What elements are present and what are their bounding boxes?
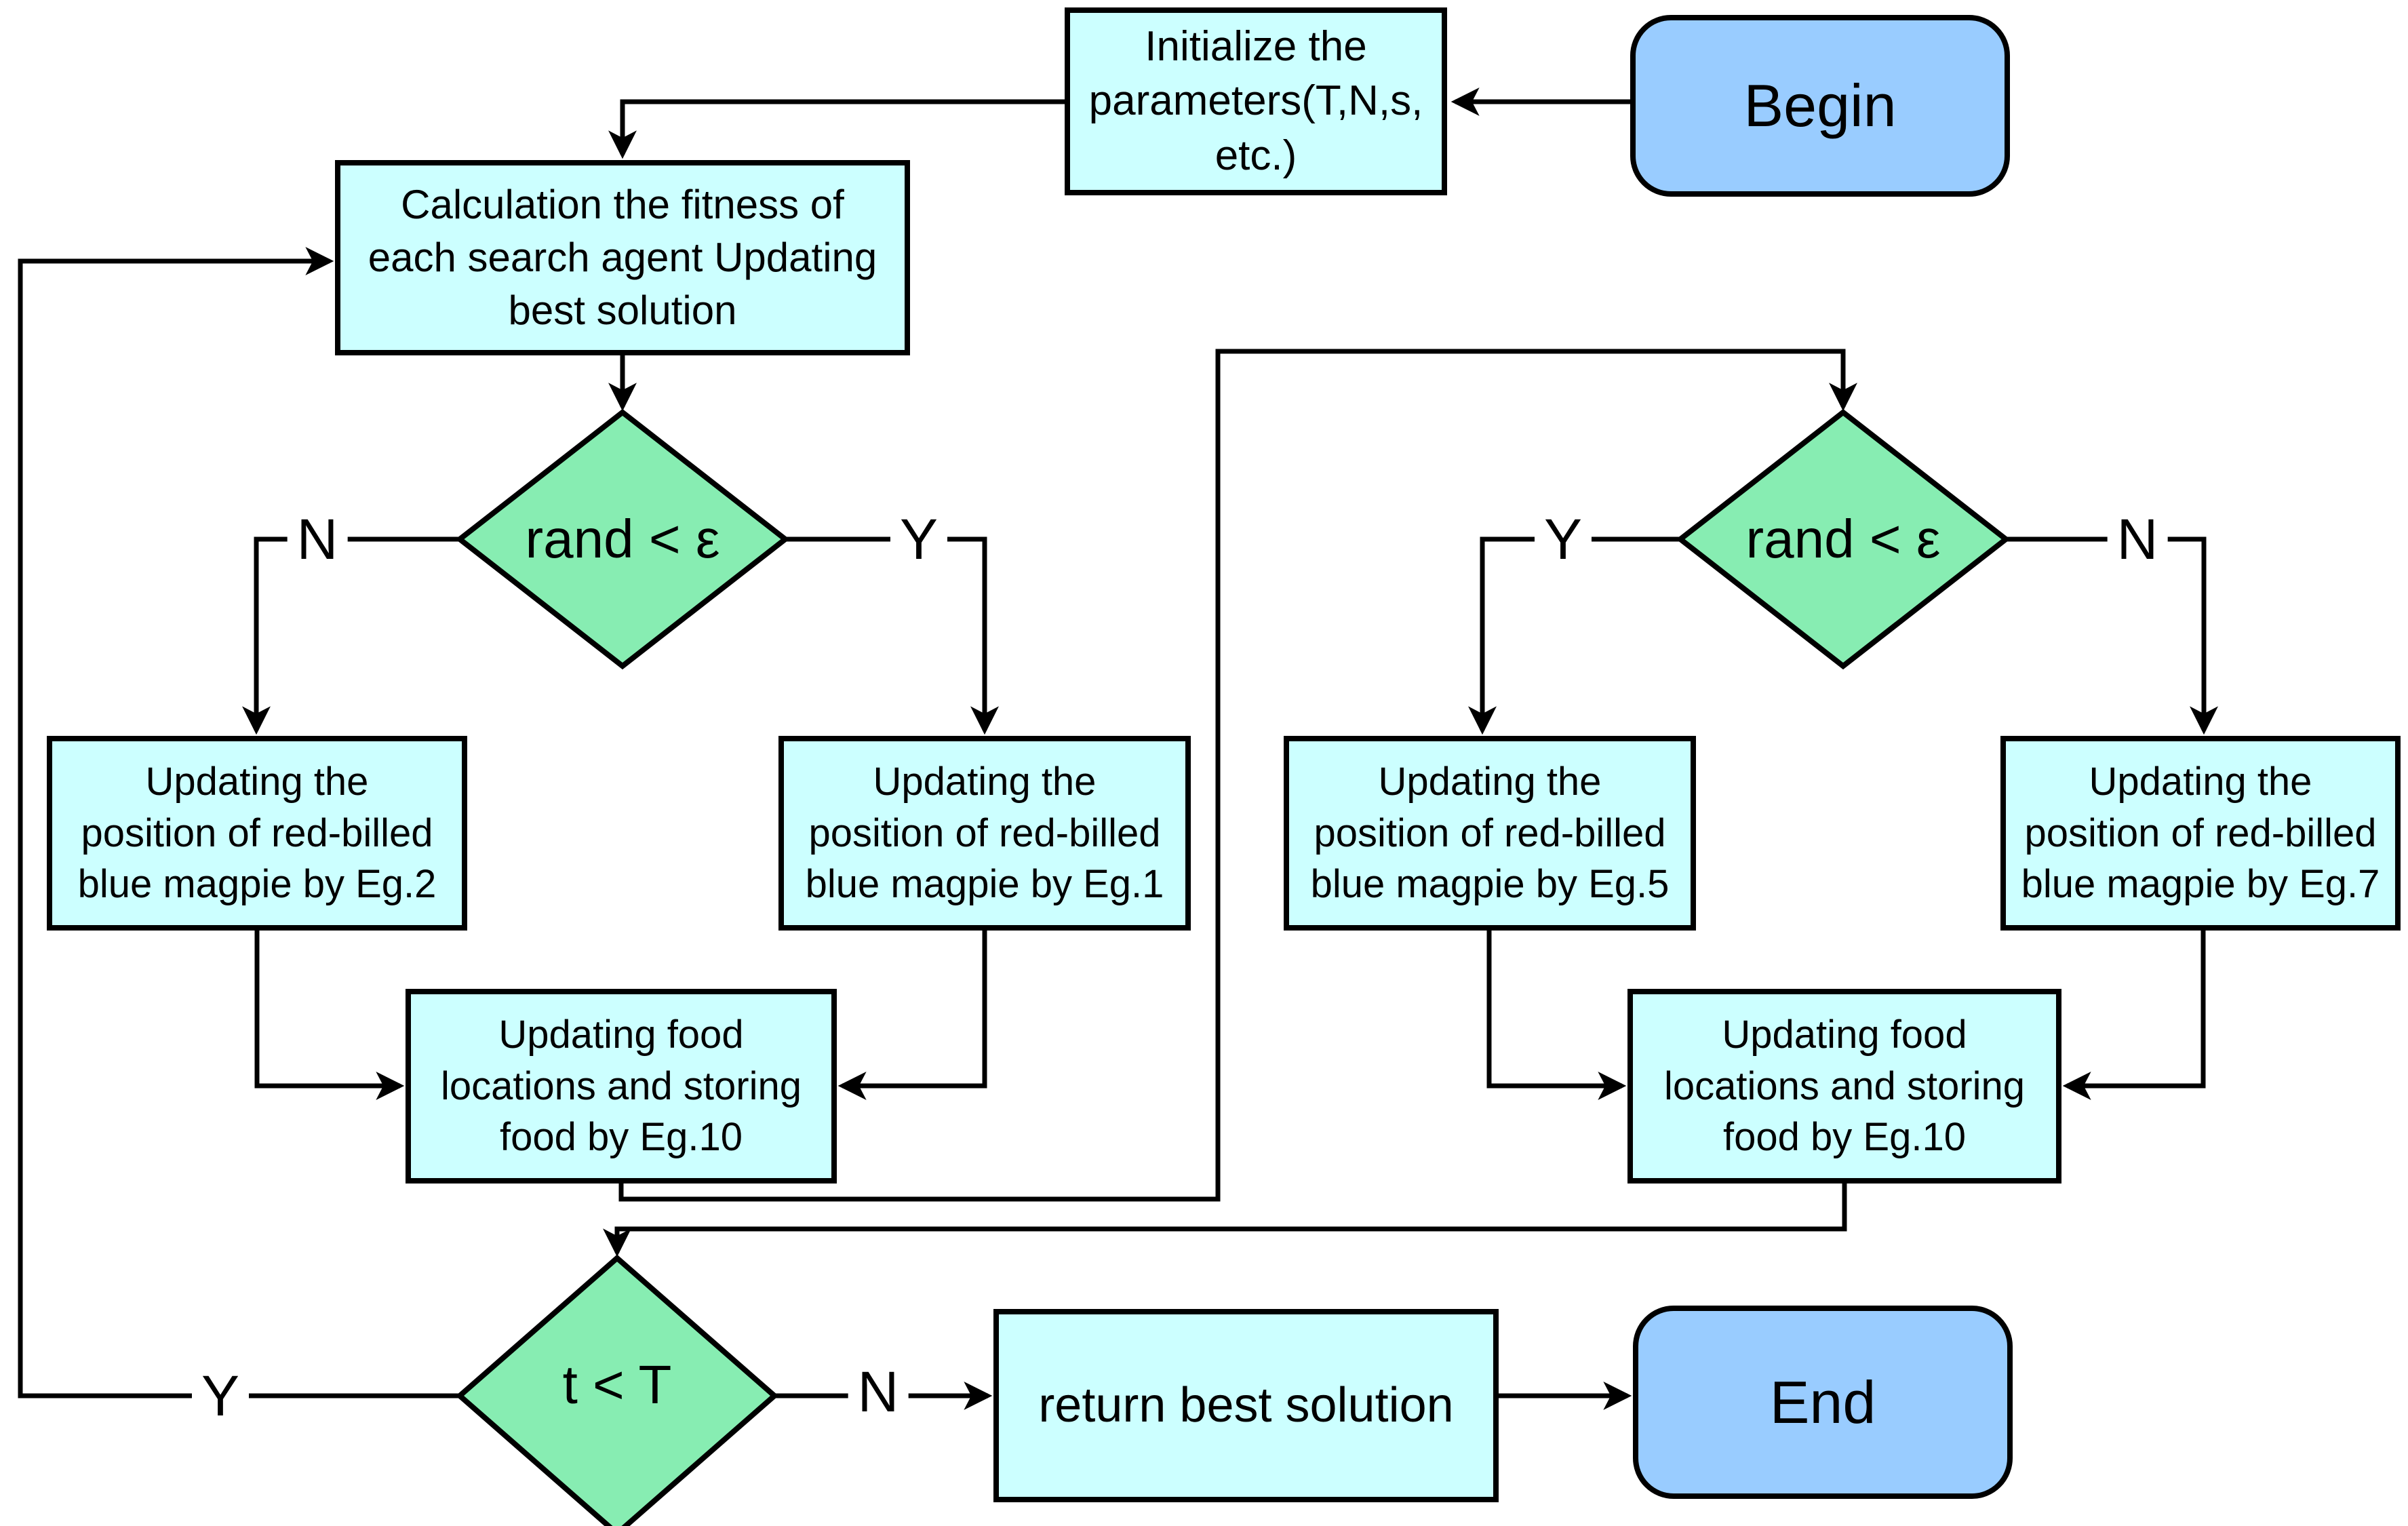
update-food-left-box: Updating food locations and storing food… [406, 989, 837, 1183]
branch-label-left-no: N [287, 508, 348, 570]
decision-left-diamond [455, 408, 790, 670]
update-position-eg7-box: Updating the position of red-billed blue… [2000, 736, 2401, 931]
branch-label-left-yes: Y [890, 508, 948, 570]
connector-decision-right-no-eg7 [2006, 536, 2218, 735]
connector-initialize-calculation [608, 99, 1065, 159]
connector-decision-left-no-eg2 [242, 536, 460, 735]
update-position-eg1-box: Updating the position of red-billed blue… [778, 736, 1191, 931]
connector-food-left-decision-right [618, 349, 1857, 1202]
branch-label-loop-no: N [848, 1361, 909, 1423]
update-food-right-box: Updating food locations and storing food… [1627, 989, 2061, 1183]
connector-decision-left-yes-eg1 [785, 536, 999, 735]
decision-loop-diamond [455, 1254, 779, 1526]
connector-eg7-food-right [2062, 931, 2206, 1100]
begin-terminator: Begin [1630, 15, 2010, 197]
end-terminator: End [1633, 1306, 2013, 1499]
connector-decision-right-yes-eg5 [1468, 536, 1680, 735]
decision-loop-label: t < T [562, 1354, 672, 1415]
connector-eg1-food-left [837, 931, 987, 1100]
return-best-solution-box: return best solution [993, 1309, 1499, 1502]
branch-label-right-no: N [2107, 508, 2168, 570]
decision-left-label: rand < ε [525, 509, 720, 569]
initialize-parameters-box: Initialize the parameters(T,N,s, etc.) [1065, 7, 1447, 195]
connector-eg5-food-right [1486, 931, 1627, 1100]
branch-label-loop-yes: Y [191, 1365, 250, 1427]
calculate-fitness-box: Calculation the fitness of each search a… [335, 160, 910, 355]
decision-right-label: rand < ε [1745, 509, 1941, 569]
update-position-eg2-box: Updating the position of red-billed blue… [47, 736, 467, 931]
decision-right-diamond [1676, 408, 2011, 670]
connector-eg2-food-left [254, 931, 405, 1100]
update-position-eg5-box: Updating the position of red-billed blue… [1284, 736, 1696, 931]
connector-food-right-decision-loop [603, 1183, 1847, 1257]
branch-label-right-yes: Y [1534, 508, 1592, 570]
